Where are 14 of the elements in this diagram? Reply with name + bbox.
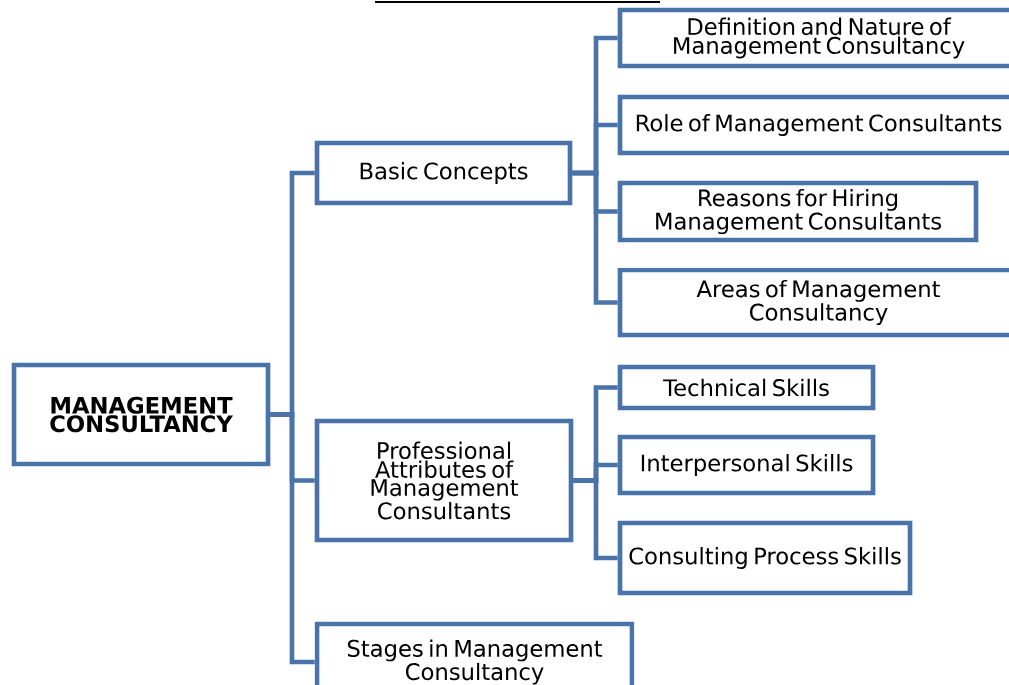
subtopic-box: Consulting Process Skills	[617, 520, 913, 596]
connector	[573, 478, 618, 561]
connector	[270, 412, 315, 665]
topic-box: Professional Attributes of Management Consultants	[314, 418, 574, 543]
root-box: MANAGEMENT CONSULTANCY	[11, 362, 271, 467]
connector	[572, 170, 618, 305]
subtopic-box: Role of Management Consultants	[617, 94, 1009, 156]
subtopic-box: Definition and Nature of Management Consultancy	[617, 7, 1009, 69]
subtopic-box: Interpersonal Skills	[617, 434, 876, 496]
subtopic-box: Areas of Management Consultancy	[617, 267, 1009, 338]
topic-box: Basic Concepts	[314, 140, 573, 206]
subtopic-box: Technical Skills	[617, 364, 876, 411]
subtopic-box: Reasons for Hiring Management Consultants	[617, 180, 979, 243]
subtopic-box: Stages in Management Consultancy	[314, 621, 635, 685]
